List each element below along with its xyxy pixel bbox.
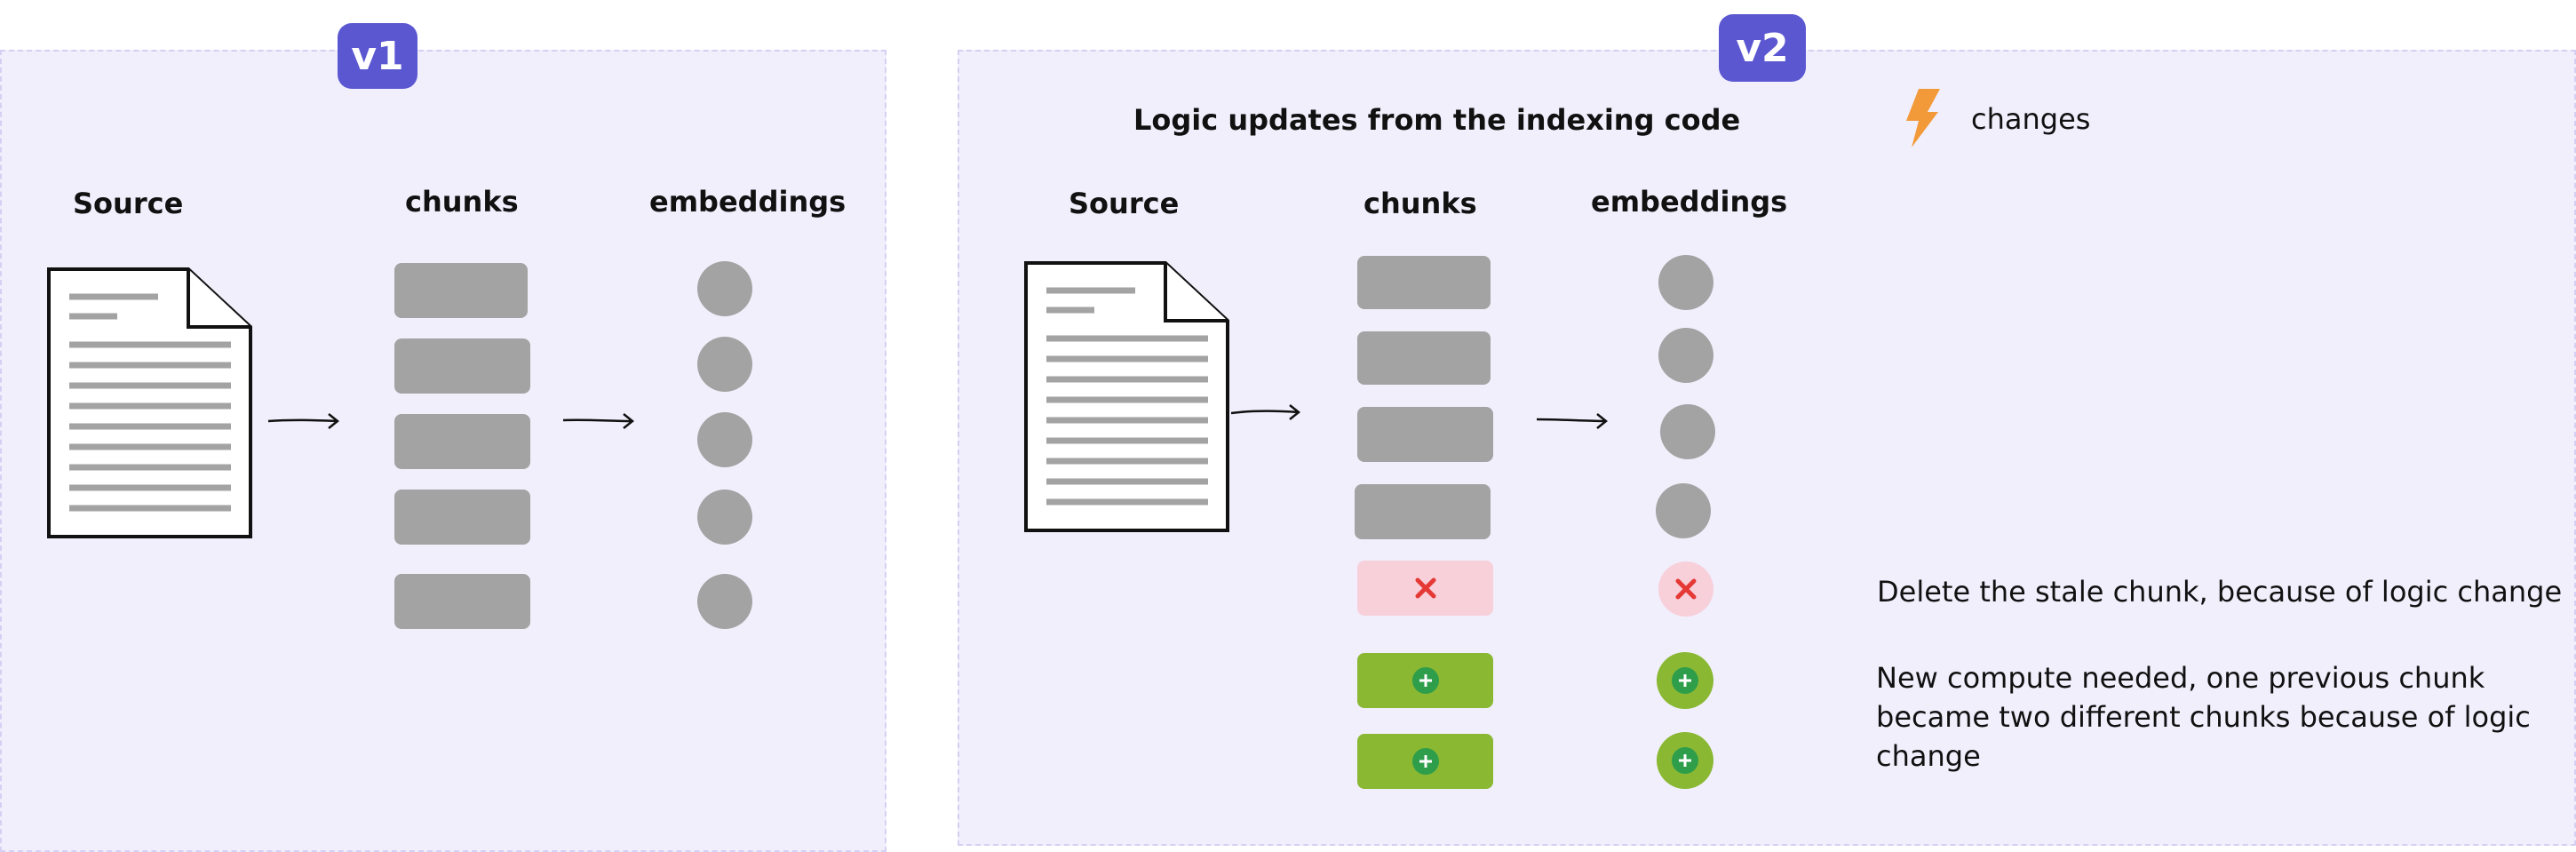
v2-deleted-chunk (1357, 561, 1493, 616)
v2-embedding (1660, 404, 1715, 459)
v2-source-document (1024, 261, 1229, 532)
add-plus-icon (1411, 748, 1439, 775)
v1-badge: v1 (338, 23, 417, 89)
add-plus-icon (1411, 667, 1439, 694)
add-plus-icon (1672, 667, 1698, 694)
v2-chunk (1357, 331, 1491, 385)
v2-chunk (1357, 407, 1493, 462)
v2-arrow-source-to-chunks (1230, 404, 1301, 420)
v2-new-embedding (1657, 732, 1713, 789)
new-compute-note: New compute needed, one previous chunk b… (1876, 661, 2531, 773)
v2-badge: v2 (1719, 14, 1806, 82)
v2-new-embedding (1657, 652, 1713, 709)
v2-embeddings-label: embeddings (1591, 185, 1788, 219)
v2-chunks-label: chunks (1364, 187, 1477, 220)
v2-new-chunk (1357, 734, 1493, 789)
v1-embeddings-label: embeddings (649, 185, 847, 219)
v2-embedding (1658, 255, 1713, 310)
v2-source-label: Source (1069, 187, 1180, 220)
v1-source-label: Source (73, 187, 184, 220)
v1-chunk (394, 414, 530, 469)
v2-deleted-embedding (1658, 561, 1713, 617)
v1-embedding (697, 337, 752, 392)
delete-x-icon (1675, 578, 1697, 600)
v1-chunk (394, 490, 530, 545)
v1-arrow-source-to-chunks (267, 413, 340, 429)
v1-chunks-label: chunks (405, 185, 519, 219)
v2-header: Logic updates from the indexing code (1133, 103, 1741, 137)
v1-chunk (394, 263, 528, 318)
v2-arrow-chunks-to-embeddings (1536, 413, 1609, 429)
v1-source-document (47, 267, 252, 538)
v1-chunk (394, 338, 530, 394)
v1-chunk (394, 574, 530, 629)
v2-new-chunk (1357, 653, 1493, 708)
v1-arrow-chunks-to-embeddings (562, 413, 635, 429)
v2-chunk (1357, 256, 1491, 309)
v1-embedding (697, 490, 752, 545)
add-plus-icon (1672, 747, 1698, 774)
v2-embedding (1658, 328, 1713, 383)
delete-note: Delete the stale chunk, because of logic… (1877, 575, 2563, 609)
legend-changes-label: changes (1971, 102, 2091, 136)
v1-embedding (697, 574, 752, 629)
v2-chunk (1355, 484, 1491, 539)
lightning-icon (1906, 89, 1940, 147)
v1-embedding (697, 261, 752, 316)
v1-embedding (697, 412, 752, 467)
v2-embedding (1656, 483, 1711, 538)
delete-x-icon (1415, 577, 1435, 599)
